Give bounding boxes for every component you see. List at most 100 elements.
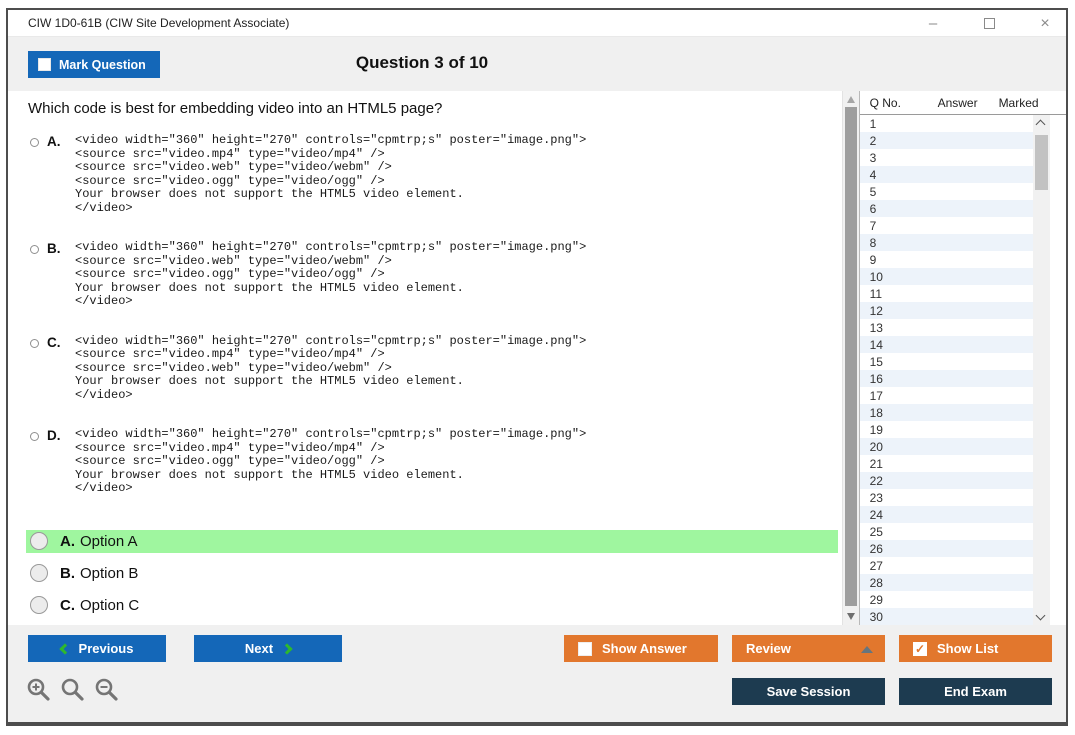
option-radio[interactable] <box>30 138 39 147</box>
question-list-header: Q No. Answer Marked <box>859 91 1066 115</box>
question-list-row[interactable]: 27 <box>860 557 1033 574</box>
option-radio[interactable] <box>30 245 39 254</box>
question-list-row[interactable]: 26 <box>859 540 1033 557</box>
question-list-row[interactable]: 8 <box>859 234 1033 251</box>
question-list-row[interactable]: 7 <box>860 217 1033 234</box>
question-number: 30 <box>869 609 883 624</box>
footer-bar: Previous Next Show Answer Review ✓ Show … <box>8 625 1066 722</box>
scroll-up-icon[interactable] <box>846 96 855 103</box>
zoom-out-icon[interactable] <box>94 677 120 703</box>
show-answer-button[interactable]: Show Answer <box>564 635 718 662</box>
question-list-row[interactable]: 3 <box>860 149 1033 166</box>
question-list-row[interactable]: 9 <box>860 251 1033 268</box>
option-radio[interactable] <box>30 432 39 441</box>
question-list-row[interactable]: 16 <box>859 370 1033 387</box>
question-list-row[interactable]: 25 <box>860 523 1033 540</box>
minimize-icon[interactable]: – <box>928 15 938 32</box>
next-label: Next <box>244 641 274 656</box>
panel-scroll-down-icon[interactable] <box>1035 610 1046 621</box>
question-list-row[interactable]: 1 <box>860 115 1033 132</box>
answer-label: Option C <box>80 596 140 614</box>
question-list-row[interactable]: 10 <box>859 268 1033 285</box>
answer-letter: A. <box>60 532 75 550</box>
question-number: 12 <box>869 303 883 318</box>
question-list-row[interactable]: 20 <box>859 438 1033 455</box>
save-session-label: Save Session <box>766 684 851 699</box>
maximize-icon[interactable] <box>978 13 1000 35</box>
question-number: 1 <box>869 116 877 131</box>
show-list-label: Show List <box>937 641 999 656</box>
question-text: Which code is best for embedding video i… <box>28 100 443 117</box>
question-list-row[interactable]: 14 <box>859 336 1033 353</box>
scroll-down-icon[interactable] <box>846 613 855 620</box>
answer-radio[interactable] <box>30 532 48 550</box>
question-list-row[interactable]: 11 <box>860 285 1033 302</box>
column-answer: Answer <box>937 95 978 110</box>
zoom-in-icon[interactable] <box>26 677 52 703</box>
code-options: A. <video width="360" height="270" contro… <box>8 133 842 496</box>
question-list-row[interactable]: 23 <box>860 489 1033 506</box>
question-list-row[interactable]: 30 <box>859 608 1033 625</box>
question-list-row[interactable]: 6 <box>859 200 1033 217</box>
zoom-reset-icon[interactable] <box>60 677 86 703</box>
close-icon[interactable]: × <box>1040 14 1050 32</box>
question-number: 5 <box>869 184 877 199</box>
column-qno: Q No. <box>869 95 901 110</box>
question-list-row[interactable]: 2 <box>859 132 1033 149</box>
answer-radio[interactable] <box>30 596 48 614</box>
question-list-row[interactable]: 21 <box>860 455 1033 472</box>
code-option: C. <video width="360" height="270" contro… <box>30 333 842 403</box>
main-scrollbar-thumb[interactable] <box>844 107 857 606</box>
previous-button[interactable]: Previous <box>28 635 166 662</box>
question-number: 23 <box>869 490 883 505</box>
question-list-row[interactable]: 5 <box>860 183 1033 200</box>
option-letter: A. <box>47 134 61 149</box>
question-number: 26 <box>869 541 883 556</box>
question-list-row[interactable]: 17 <box>860 387 1033 404</box>
question-list-row[interactable]: 12 <box>859 302 1033 319</box>
question-number: 8 <box>869 235 877 250</box>
show-list-checkbox-icon[interactable]: ✓ <box>913 641 927 656</box>
review-label: Review <box>746 641 791 656</box>
show-list-button[interactable]: ✓ Show List <box>899 635 1052 662</box>
window-controls: – × <box>922 10 1056 37</box>
end-exam-button[interactable]: End Exam <box>899 678 1052 705</box>
answer-row[interactable]: A. Option A <box>26 529 838 553</box>
question-list-row[interactable]: 28 <box>859 574 1033 591</box>
answer-label: Option A <box>80 532 138 550</box>
answer-row[interactable]: C.Option C <box>26 594 838 617</box>
mark-question-checkbox-icon[interactable] <box>38 58 51 71</box>
review-button[interactable]: Review <box>732 635 885 662</box>
question-number: 28 <box>869 575 883 590</box>
panel-scrollbar-thumb[interactable] <box>1034 135 1048 190</box>
question-number: 20 <box>869 439 883 454</box>
question-list-row[interactable]: 19 <box>860 421 1033 438</box>
save-session-button[interactable]: Save Session <box>732 678 885 705</box>
question-list-row[interactable]: 29 <box>860 591 1033 608</box>
question-list-row[interactable]: 13 <box>860 319 1033 336</box>
panel-scroll-up-icon[interactable] <box>1035 119 1046 130</box>
answer-row[interactable]: B.Option B <box>26 562 838 585</box>
option-letter: C. <box>47 334 61 350</box>
question-number: 4 <box>869 167 877 182</box>
next-button[interactable]: Next <box>194 635 342 662</box>
panel-scrollbar[interactable] <box>1032 115 1050 625</box>
previous-label: Previous <box>78 641 134 656</box>
question-list-row[interactable]: 18 <box>859 404 1033 421</box>
question-list-row[interactable]: 15 <box>860 353 1033 370</box>
question-list-row[interactable]: 22 <box>859 472 1033 489</box>
question-number: 15 <box>869 354 883 369</box>
mark-question-button[interactable]: Mark Question <box>28 51 160 78</box>
code-option: A.<video width="360" height="270" contro… <box>30 133 842 215</box>
window-title: CIW 1D0-61B (CIW Site Development Associ… <box>28 16 290 30</box>
main-scrollbar[interactable] <box>841 91 859 625</box>
question-list-row[interactable]: 24 <box>859 506 1033 523</box>
option-radio[interactable] <box>30 338 39 348</box>
question-number: 6 <box>869 201 877 216</box>
option-code: <video width="360" height="270" controls… <box>75 333 587 402</box>
question-list-row[interactable]: 4 <box>859 166 1033 183</box>
answer-radio[interactable] <box>30 564 48 582</box>
show-answer-checkbox-icon[interactable] <box>578 641 592 656</box>
